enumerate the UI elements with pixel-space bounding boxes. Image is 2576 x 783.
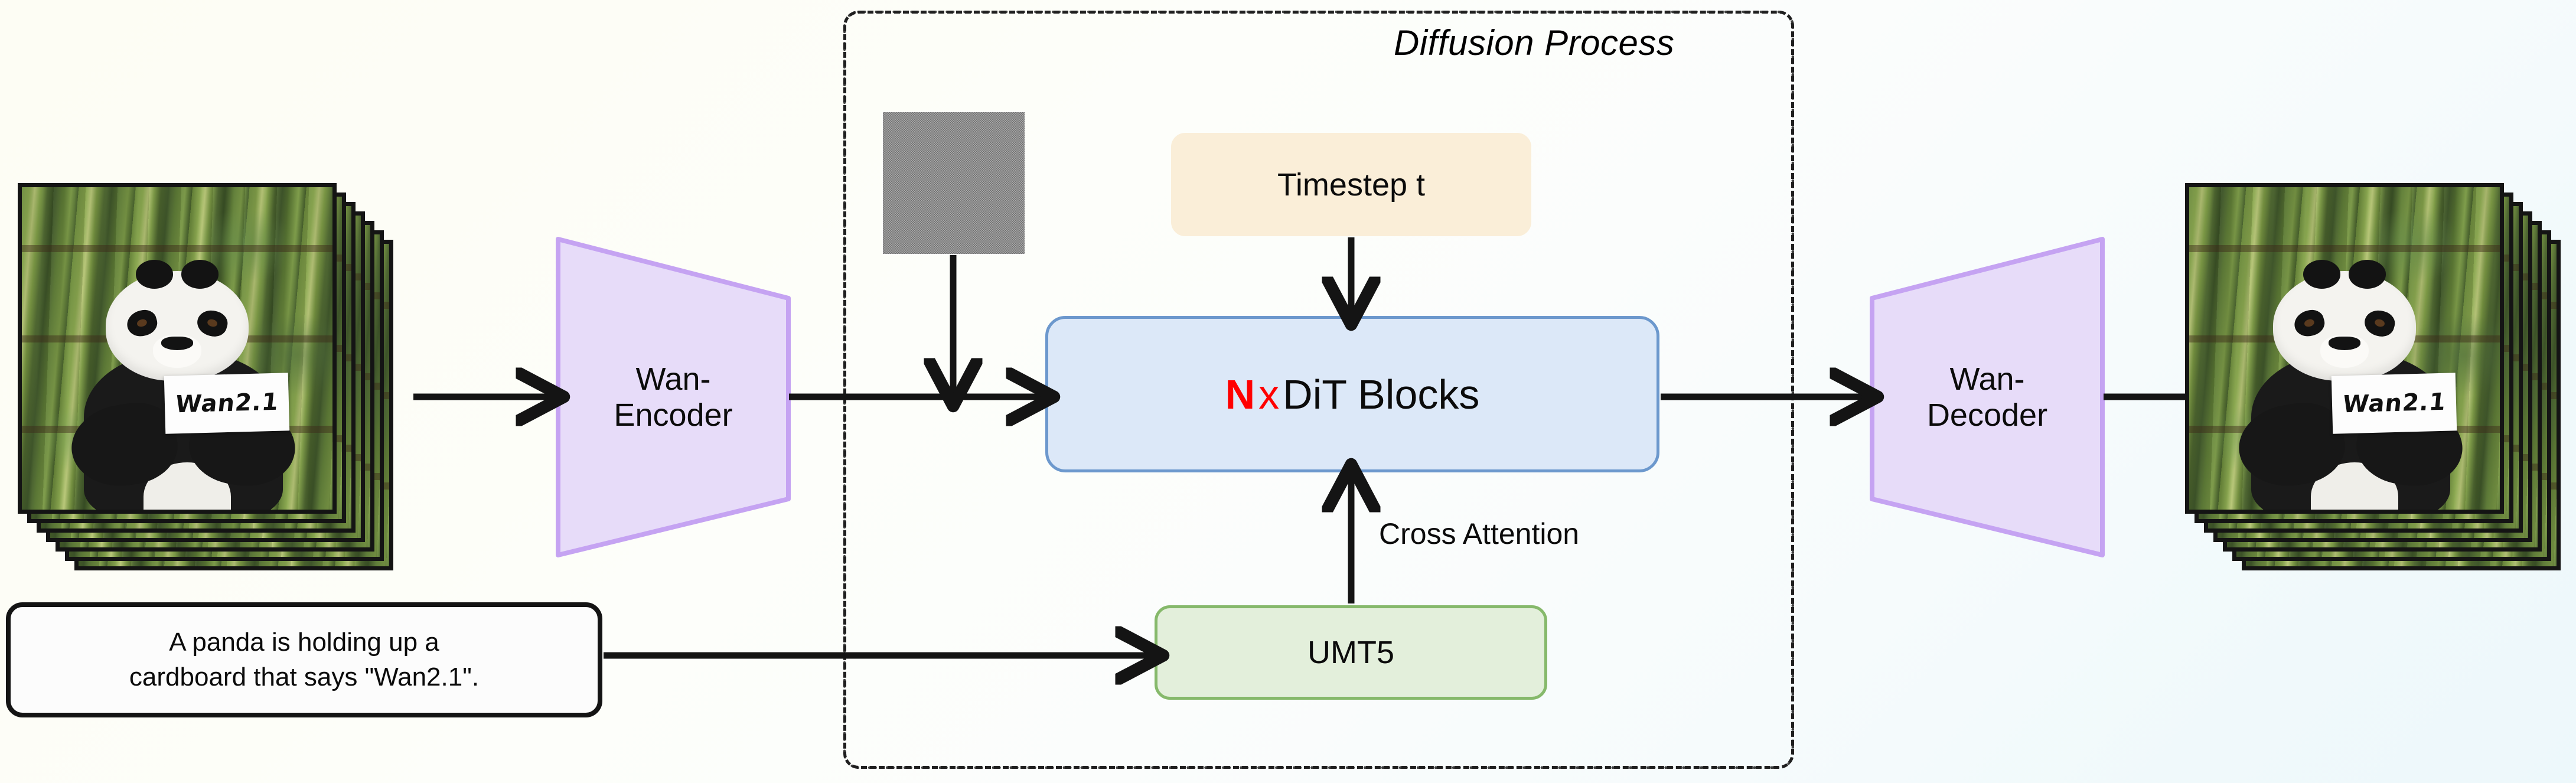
umt5-label: UMT5: [1307, 635, 1394, 670]
panda-right-eye-patch: [194, 306, 230, 340]
wan-decoder-shape: [1870, 237, 2105, 557]
panda-head: [106, 260, 249, 381]
timestep-node[interactable]: Timestep t: [1171, 133, 1531, 236]
panda-right-pupil: [2373, 318, 2386, 328]
panda-left-eye-patch: [2291, 306, 2327, 340]
panda-right-eye-patch: [2361, 306, 2398, 340]
cardboard-sign-text: Wan2.1: [174, 388, 280, 419]
input-video-front-frame: Wan2.1: [18, 183, 337, 514]
panda-head: [2273, 260, 2416, 381]
wan-encoder-shape: [556, 237, 791, 557]
dit-blocks-label: DiT Blocks: [1283, 371, 1480, 417]
bamboo-scene: Wan2.1: [2189, 187, 2500, 510]
dit-repeat-count: N: [1225, 371, 1256, 417]
cardboard-sign: Wan2.1: [164, 372, 290, 434]
prompt-line-2: cardboard that says "Wan2.1".: [129, 662, 480, 691]
panda-right-pupil: [206, 318, 219, 328]
output-video-front-frame: Wan2.1: [2185, 183, 2504, 514]
timestep-label: Timestep t: [1277, 167, 1426, 203]
panda-left-eye-patch: [124, 306, 160, 340]
diffusion-process-label: Diffusion Process: [1394, 23, 1675, 63]
umt5-text-encoder-node[interactable]: UMT5: [1155, 605, 1547, 700]
panda-left-pupil: [136, 318, 148, 328]
gaussian-noise-latent-icon: [883, 112, 1025, 254]
panda-right-ear: [2349, 260, 2386, 289]
panda-left-pupil: [2303, 318, 2316, 328]
panda-left-ear: [2303, 260, 2340, 289]
cardboard-sign-text: Wan2.1: [2341, 388, 2447, 419]
dit-times-symbol: x: [1258, 371, 1280, 417]
panda-right-ear: [181, 260, 219, 289]
panda-nose: [161, 337, 193, 350]
dit-blocks-node[interactable]: N x DiT Blocks: [1045, 316, 1659, 472]
prompt-line-1: A panda is holding up a: [169, 628, 439, 657]
bamboo-scene: Wan2.1: [22, 187, 332, 510]
output-video-frame-stack: Wan2.1: [2185, 183, 2563, 573]
cardboard-sign: Wan2.1: [2331, 372, 2457, 434]
prompt-text-box[interactable]: A panda is holding up a cardboard that s…: [6, 602, 602, 717]
panda-left-ear: [135, 260, 173, 289]
cross-attention-edge-label: Cross Attention: [1379, 517, 1580, 550]
diffusion-process-group: [843, 11, 1794, 769]
panda-nose: [2329, 337, 2360, 350]
bamboo-node-band: [2189, 245, 2500, 253]
input-video-frame-stack: Wan2.1: [18, 183, 396, 573]
bamboo-node-band: [22, 245, 332, 253]
